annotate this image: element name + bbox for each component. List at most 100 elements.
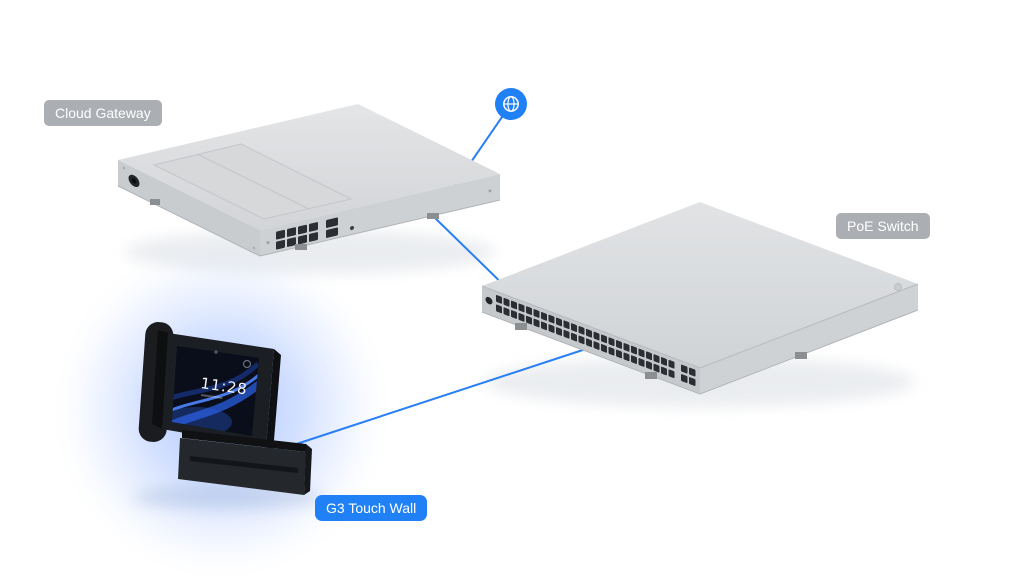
port (646, 360, 652, 370)
poe-switch-device (481, 202, 919, 395)
g3-touch-wall-device: 11:28 (138, 322, 312, 495)
internet-globe-icon (495, 88, 527, 120)
port (653, 363, 660, 373)
port (571, 332, 577, 342)
gateway-reset-button (350, 225, 354, 231)
port (287, 237, 296, 247)
port (689, 367, 696, 377)
port (689, 377, 696, 386)
gateway-left-face (118, 160, 260, 256)
port (578, 335, 585, 345)
port (601, 334, 607, 344)
g3-touch-wall-label: G3 Touch Wall (315, 495, 428, 521)
port (616, 340, 622, 349)
port (601, 344, 607, 353)
port (276, 239, 285, 250)
port (593, 331, 600, 341)
switch-power-port (485, 296, 493, 305)
port (526, 315, 532, 325)
port (608, 346, 615, 356)
port (631, 345, 637, 355)
screw (252, 246, 256, 250)
port (326, 227, 338, 238)
touchwall-dock-top (182, 430, 306, 452)
screw (122, 166, 126, 170)
port (623, 352, 630, 362)
screw (266, 241, 270, 245)
port (616, 349, 622, 359)
port (638, 348, 645, 358)
foot (150, 199, 160, 205)
port (608, 337, 615, 347)
screw (488, 189, 492, 193)
touchwall-dock-slot (190, 456, 298, 473)
touchwall-screen-logo (242, 359, 252, 369)
poe-switch-label: PoE Switch (836, 213, 930, 239)
gateway-feet (150, 199, 439, 250)
port (653, 354, 660, 363)
port (548, 314, 555, 324)
port (496, 295, 502, 304)
foot (295, 244, 307, 250)
switch-logo-mark (894, 283, 902, 291)
gateway-panel-seam (197, 154, 309, 209)
switch-right-face (700, 284, 918, 394)
touchwall-clock-subline (200, 394, 223, 399)
port (309, 232, 318, 242)
gateway-bottom-edge (117, 185, 501, 257)
port (309, 222, 318, 232)
port (511, 310, 517, 319)
port (681, 374, 688, 383)
port (298, 224, 307, 235)
port (556, 317, 562, 327)
port (638, 358, 645, 367)
gateway-front-face (260, 174, 500, 256)
port (571, 323, 577, 332)
port (646, 351, 652, 361)
connector-switch-touchwall (271, 344, 599, 453)
port (276, 229, 285, 240)
foot (427, 213, 439, 219)
port (623, 343, 630, 352)
port (511, 300, 517, 310)
switch-bottom-edge (481, 309, 919, 395)
foot (515, 323, 527, 330)
foot (645, 372, 657, 379)
port (661, 357, 667, 366)
port (578, 326, 585, 335)
port (298, 234, 307, 245)
port (287, 227, 296, 237)
port (563, 320, 570, 330)
port (548, 324, 555, 333)
port (681, 364, 688, 374)
port (668, 359, 675, 369)
screen-wave (172, 362, 259, 403)
port (556, 327, 562, 336)
port (586, 328, 592, 338)
port (326, 217, 338, 228)
port (503, 297, 510, 307)
gateway-left-face-detail (122, 166, 256, 250)
port (496, 304, 502, 314)
port (526, 306, 532, 315)
port (518, 313, 525, 322)
switch-front-edge (481, 283, 919, 369)
switch-port-block (485, 295, 696, 386)
port (541, 311, 547, 321)
port (563, 329, 570, 339)
port (533, 309, 540, 318)
gateway-power-pin (131, 178, 137, 184)
port (631, 355, 637, 364)
touchwall-right-edge (266, 349, 281, 452)
switch-feet (515, 323, 807, 379)
touchwall-dock-right-edge (304, 444, 312, 495)
port (586, 338, 592, 348)
port (503, 307, 510, 317)
foot (795, 352, 807, 359)
touchwall-camera-dot (214, 350, 218, 354)
port (541, 321, 547, 331)
port (533, 318, 540, 328)
port (593, 341, 600, 350)
port (518, 303, 525, 313)
